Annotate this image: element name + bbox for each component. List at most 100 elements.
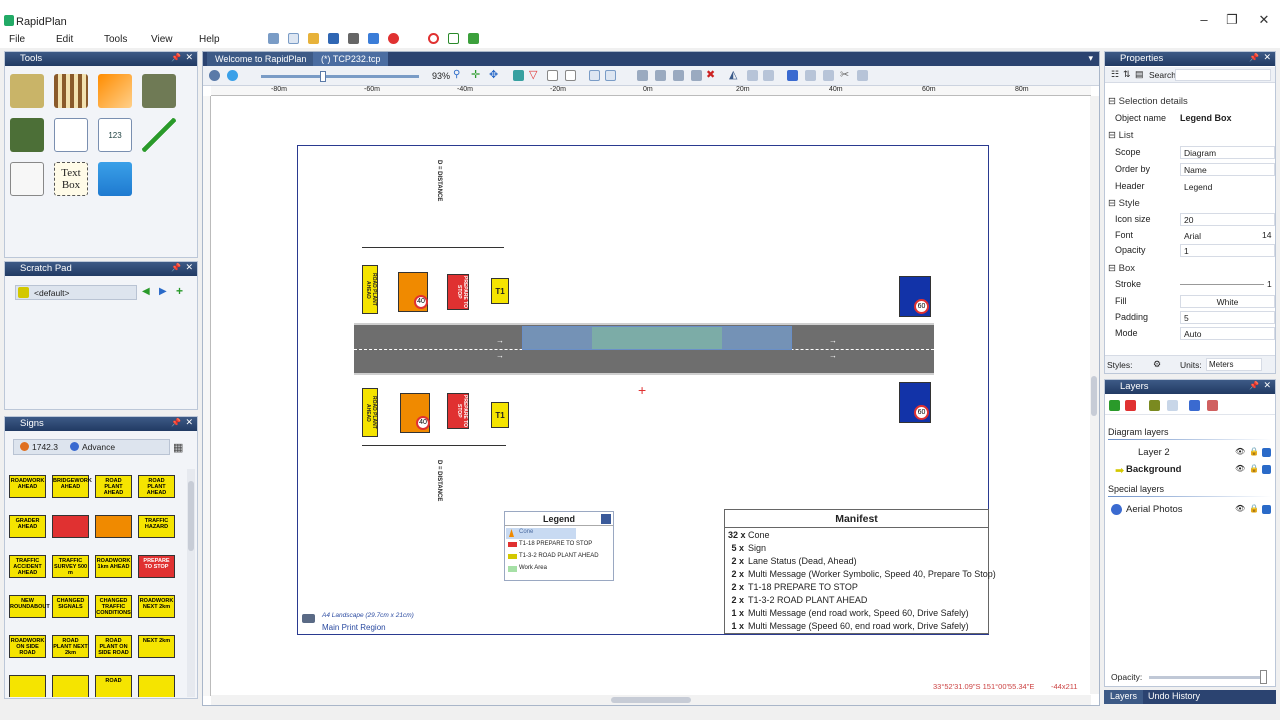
- arrange-icon[interactable]: [655, 70, 666, 81]
- sign-item[interactable]: ROADWORK 1km AHEAD: [95, 555, 132, 578]
- sign-item[interactable]: ROAD PLANT AHEAD: [138, 475, 175, 498]
- scratch-pad-select[interactable]: <default>: [15, 285, 137, 300]
- special-layer-item[interactable]: Aerial Photos: [1126, 504, 1183, 515]
- icon-size-stepper[interactable]: 20: [1180, 213, 1275, 226]
- new-icon[interactable]: [288, 33, 299, 44]
- measure-tool-icon[interactable]: 123: [98, 118, 132, 152]
- tab-menu-icon[interactable]: ▾: [1088, 53, 1093, 63]
- export-icon[interactable]: [368, 33, 379, 44]
- prev-arrow-icon[interactable]: ◀: [142, 286, 150, 297]
- vehicle-tool-icon[interactable]: [142, 74, 176, 108]
- zoom-icon[interactable]: ⚲: [453, 69, 461, 80]
- prepare-to-stop-sign[interactable]: PREPARE TO STOP: [447, 274, 469, 310]
- visibility-icon[interactable]: 👁: [1235, 504, 1246, 513]
- sign-item[interactable]: CHANGED SIGNALS: [52, 595, 89, 618]
- sign-item[interactable]: ROADWORK AHEAD: [9, 475, 46, 498]
- save-icon[interactable]: [328, 33, 339, 44]
- sign-item[interactable]: GRADER AHEAD: [9, 515, 46, 538]
- visibility-icon[interactable]: 👁: [1235, 447, 1246, 456]
- print-icon[interactable]: [348, 33, 359, 44]
- close-icon[interactable]: ✕: [185, 417, 193, 427]
- delete-layer-icon[interactable]: [1125, 400, 1136, 411]
- snap-icon[interactable]: [513, 70, 524, 81]
- clear-layer-icon[interactable]: [1207, 400, 1218, 411]
- properties-icon[interactable]: ▤: [1135, 69, 1144, 79]
- t1-sign[interactable]: T1: [491, 402, 509, 428]
- sign-code[interactable]: 1742.3: [32, 442, 58, 452]
- layer-item-background[interactable]: Background: [1126, 464, 1182, 475]
- section-box[interactable]: ⊟ Box: [1108, 263, 1135, 274]
- lock-icon[interactable]: 🔒: [1249, 504, 1259, 513]
- road-plant-ahead-sign[interactable]: ROAD PLANT AHEAD: [362, 388, 378, 437]
- sign-item[interactable]: ROADWORK ON SIDE ROAD: [9, 635, 46, 658]
- image-tool-icon[interactable]: [98, 162, 132, 196]
- multi-message-sign[interactable]: 40: [398, 272, 428, 312]
- check-icon[interactable]: [448, 33, 459, 44]
- signs-scroll-thumb[interactable]: [188, 481, 194, 551]
- sign-item[interactable]: ROAD PLANT ON SIDE ROAD: [95, 635, 132, 658]
- print-toggle-icon[interactable]: [1262, 505, 1271, 514]
- tab-layers[interactable]: Layers: [1104, 690, 1144, 704]
- section-selection[interactable]: ⊟ Selection details: [1108, 96, 1188, 107]
- sign-item[interactable]: CHANGED TRAFFIC CONDITIONS: [95, 595, 132, 618]
- sign-item[interactable]: [9, 675, 46, 697]
- clear-icon[interactable]: ✖: [706, 69, 716, 81]
- page-icon[interactable]: [589, 70, 600, 81]
- sign-item[interactable]: BRIDGEWORK AHEAD: [52, 475, 92, 498]
- drive-safely-sign-bottom[interactable]: 60: [899, 382, 931, 423]
- rectangle-tool-icon[interactable]: [10, 162, 44, 196]
- sign-item[interactable]: ROAD: [95, 675, 132, 697]
- fill-color-picker[interactable]: White: [1180, 295, 1275, 308]
- sign-item[interactable]: [95, 515, 132, 538]
- sign-item[interactable]: NEXT 2km: [138, 635, 175, 658]
- line-tool-icon[interactable]: [142, 118, 176, 152]
- align-icon[interactable]: [637, 70, 648, 81]
- copy-icon[interactable]: [823, 70, 834, 81]
- scope-select[interactable]: Diagram: [1180, 146, 1275, 159]
- cut-icon[interactable]: ✂: [840, 69, 850, 81]
- legend-box[interactable]: Legend Cone T1-18 PREPARE TO STOP T1-3-2…: [504, 511, 614, 581]
- categorize-icon[interactable]: ☷: [1111, 69, 1120, 79]
- merge-layer-icon[interactable]: [1189, 400, 1200, 411]
- sign-item[interactable]: TRAFFIC SURVEY 500 m: [52, 555, 89, 578]
- prepare-to-stop-sign[interactable]: PREPARE TO STOP: [447, 393, 469, 429]
- close-window-icon[interactable]: ✕: [1258, 12, 1270, 27]
- globe-icon[interactable]: [227, 70, 238, 81]
- pan-icon[interactable]: ✛: [471, 69, 481, 81]
- work-area[interactable]: [522, 326, 792, 350]
- lock-icon[interactable]: 🔒: [1249, 447, 1259, 456]
- rotate-icon[interactable]: [673, 70, 684, 81]
- menu-file[interactable]: File: [9, 34, 26, 45]
- sign-item[interactable]: NEW ROUNDABOUT: [9, 595, 50, 618]
- font-select[interactable]: Arial: [1180, 229, 1258, 242]
- mirror-icon[interactable]: [747, 70, 758, 81]
- road-tool-icon[interactable]: [10, 74, 44, 108]
- vertical-scroll-thumb[interactable]: [1091, 376, 1097, 416]
- minimize-icon[interactable]: –: [1200, 12, 1208, 27]
- sign-item[interactable]: [138, 675, 175, 697]
- layer-opacity-slider[interactable]: [1149, 676, 1265, 679]
- print-toggle-icon[interactable]: [1262, 448, 1271, 457]
- units-select[interactable]: Meters: [1206, 358, 1262, 371]
- object-name-value[interactable]: Legend Box: [1180, 113, 1232, 123]
- bring-front-icon[interactable]: [787, 70, 798, 81]
- section-list[interactable]: ⊟ List: [1108, 130, 1134, 141]
- zoom-slider-thumb[interactable]: [320, 71, 326, 82]
- tab-tcp232[interactable]: (*) TCP232.tcp: [313, 52, 389, 66]
- list-tool-icon[interactable]: [54, 118, 88, 152]
- visibility-icon[interactable]: 👁: [1235, 464, 1246, 473]
- open-icon[interactable]: [268, 33, 279, 44]
- text-box-tool[interactable]: Text Box: [54, 162, 88, 196]
- close-icon[interactable]: ✕: [1263, 52, 1271, 62]
- menu-view[interactable]: View: [151, 34, 173, 45]
- print-toggle-icon[interactable]: [1262, 465, 1271, 474]
- add-icon[interactable]: [428, 33, 439, 44]
- barrier-tool-icon[interactable]: [54, 74, 88, 108]
- close-icon[interactable]: ✕: [1263, 380, 1271, 390]
- sign-item[interactable]: ROAD PLANT AHEAD: [95, 475, 132, 498]
- distribute-icon[interactable]: [763, 70, 774, 81]
- add-layer-icon[interactable]: [1109, 400, 1120, 411]
- signs-scrollbar[interactable]: [187, 469, 195, 697]
- opacity-stepper[interactable]: 1: [1180, 244, 1275, 257]
